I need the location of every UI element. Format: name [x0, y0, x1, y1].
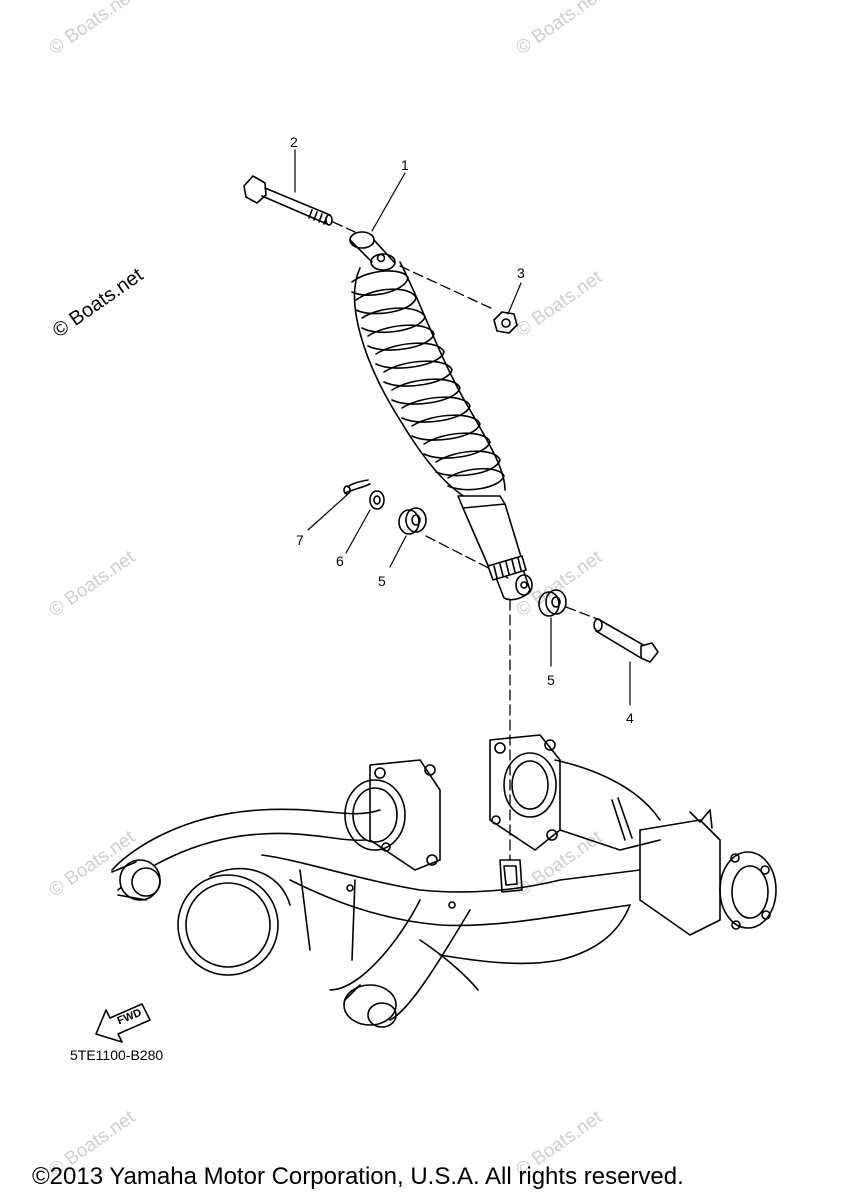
diagram-code: 5TE1100-B280: [70, 1047, 164, 1063]
callout-7: 7: [296, 532, 304, 548]
swingarm-assembly: [111, 734, 777, 1028]
bolt-part-2: [243, 175, 333, 226]
leader-lines: [294, 149, 631, 706]
shock-absorber-part-1: [349, 231, 533, 601]
callout-6: 6: [336, 553, 344, 569]
collar-part-5a: [398, 507, 427, 535]
callout-3: 3: [517, 265, 525, 281]
callout-5-lower: 5: [547, 672, 555, 688]
copyright-notice: ©2013 Yamaha Motor Corporation, U.S.A. A…: [32, 1163, 684, 1190]
nut-part-3: [493, 311, 518, 334]
collar-part-5b: [538, 589, 567, 617]
callout-4: 4: [626, 710, 634, 726]
callout-5-upper: 5: [378, 573, 386, 589]
fwd-arrow-icon: [95, 1003, 151, 1043]
callout-2: 2: [290, 134, 298, 150]
cotter-pin-part-7: [343, 479, 371, 495]
pin-part-4: [593, 618, 659, 663]
washer-part-6: [369, 490, 385, 510]
callout-1: 1: [401, 157, 409, 173]
